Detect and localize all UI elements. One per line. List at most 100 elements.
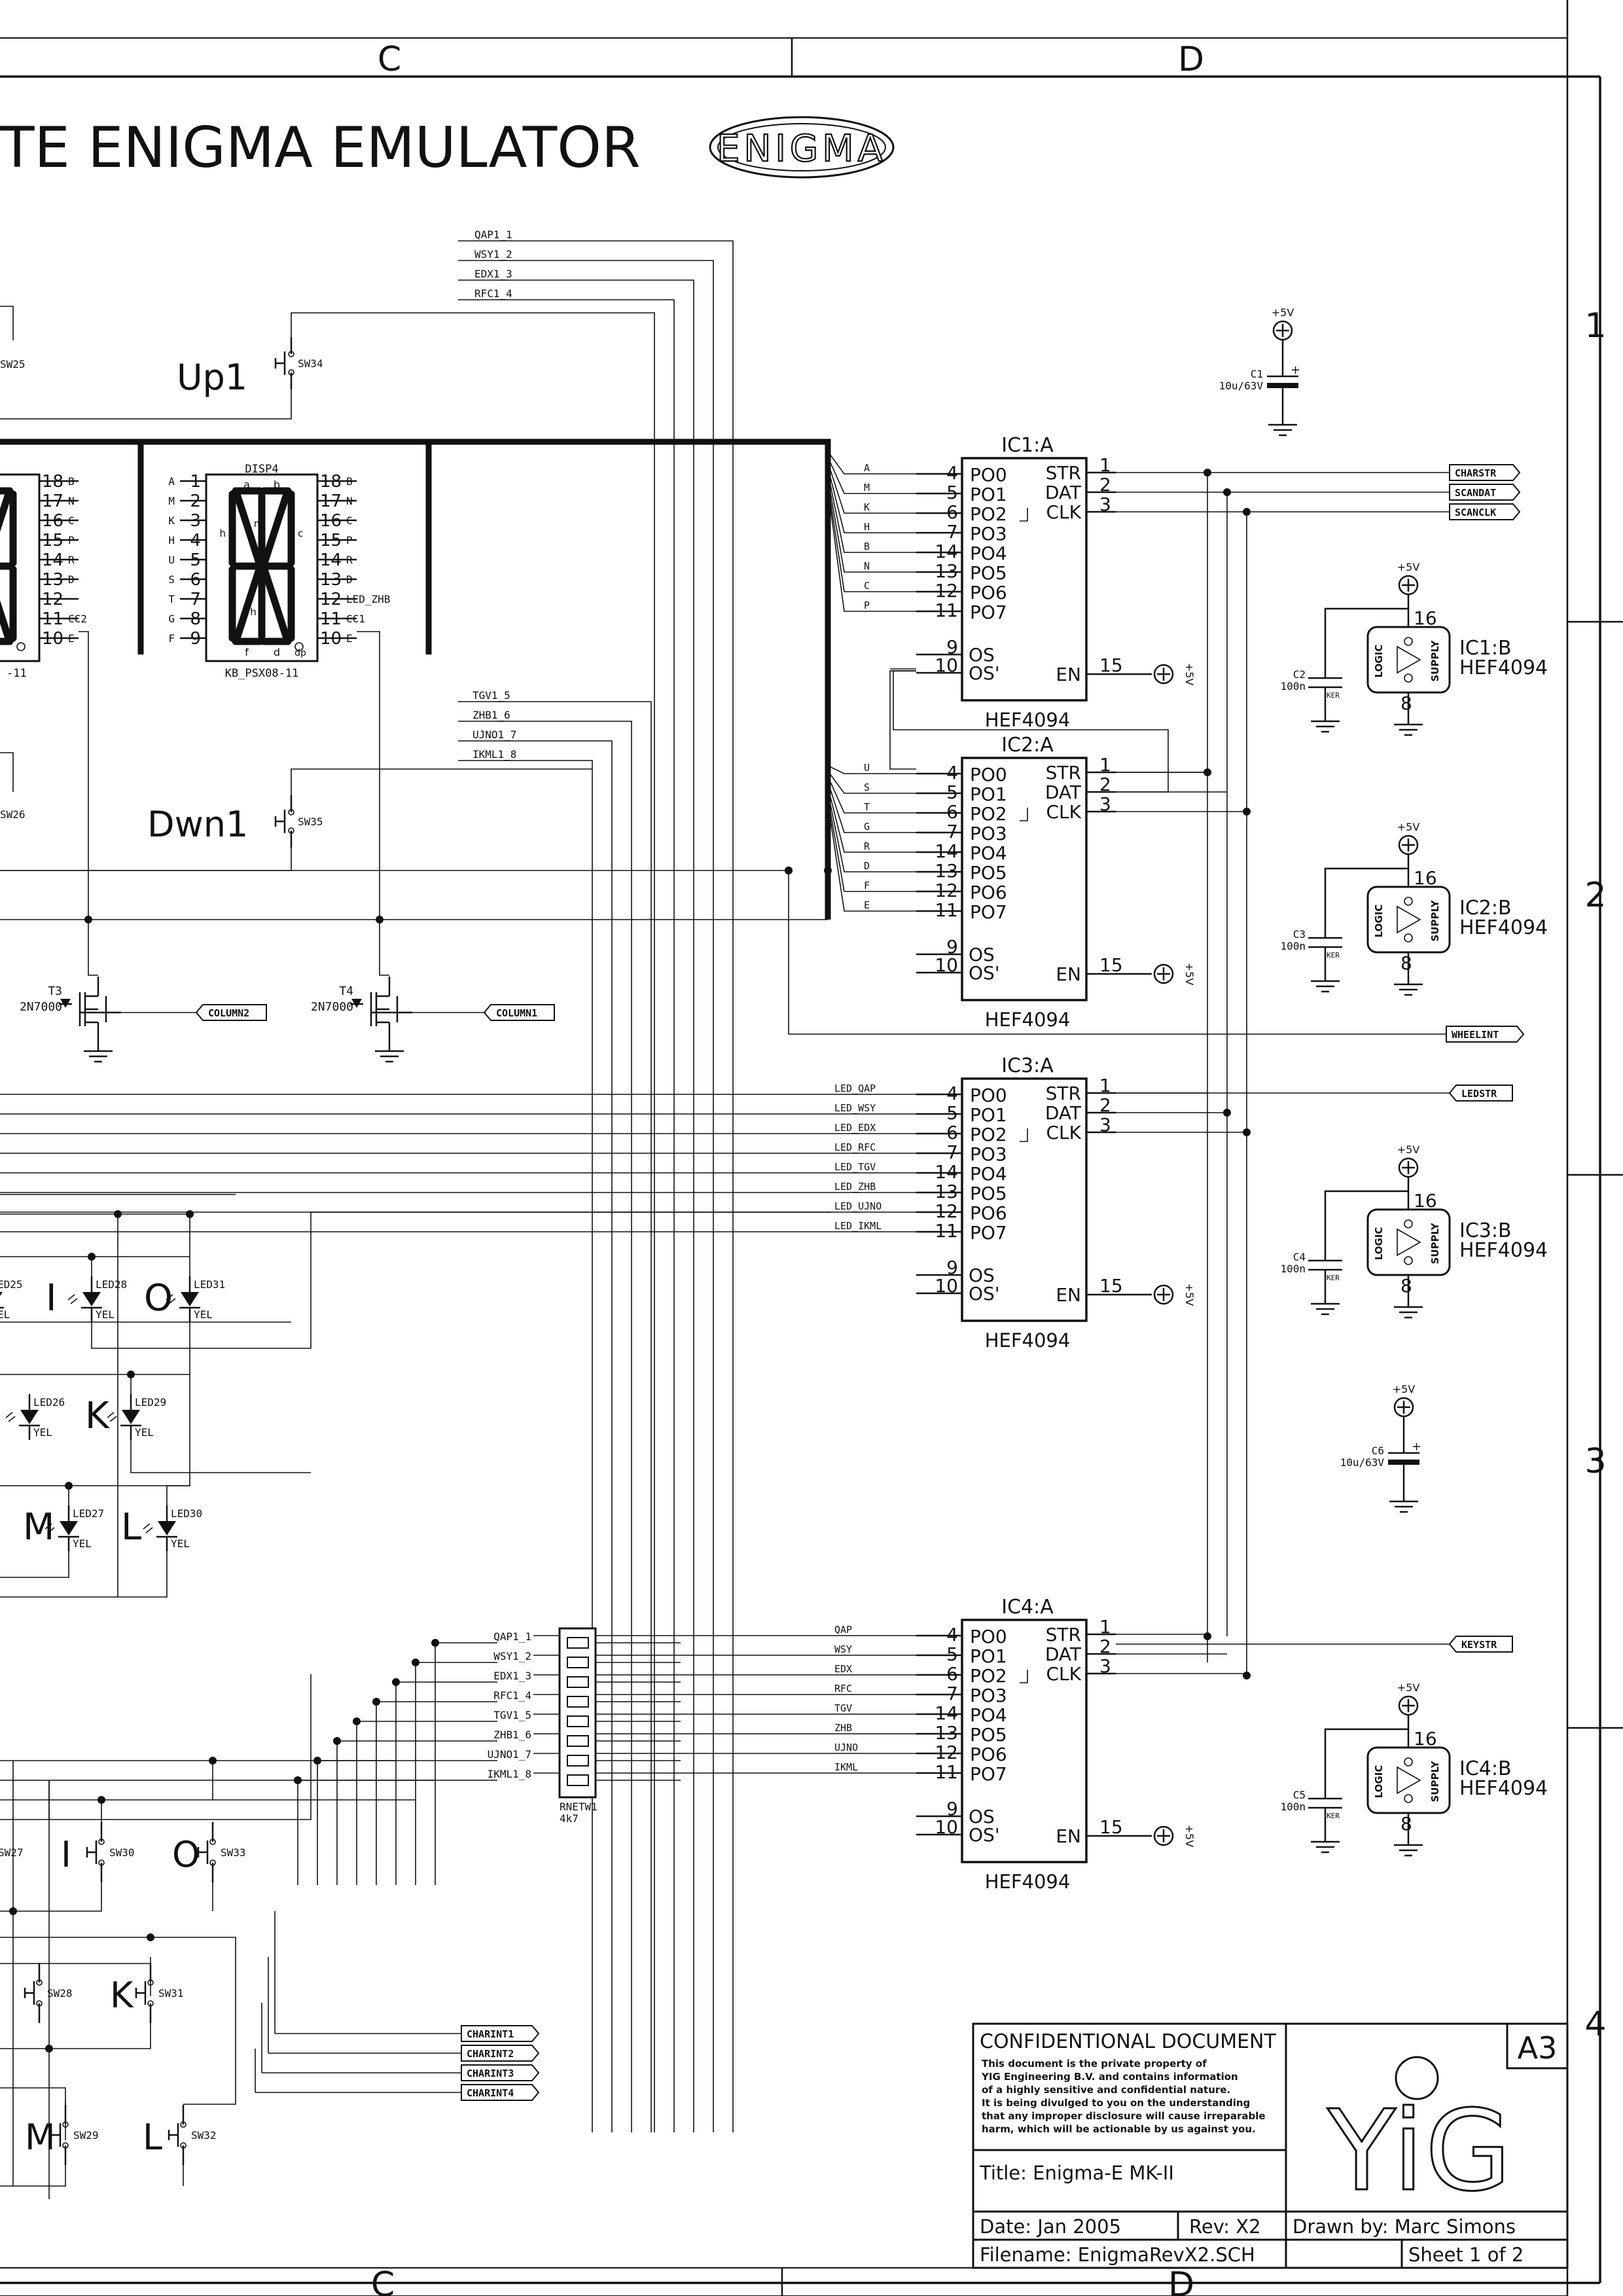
ic-1-CLK: CLK	[1046, 501, 1081, 523]
display-disp4-pin-2: 2	[190, 492, 201, 511]
rnetw1-net-WSY1_2: WSY1_2	[493, 1650, 531, 1662]
ic-1-net-K: K	[864, 501, 870, 513]
display-disp3-net-R: R	[68, 554, 75, 566]
port-charint1: CHARINT1	[461, 2025, 540, 2042]
ic-2-PO5: PO5	[970, 862, 1007, 884]
ic-2-pin-4: 4	[946, 762, 958, 783]
vcc-symbol: +5V	[1397, 1681, 1419, 1716]
ic-3-PO6: PO6	[970, 1202, 1007, 1224]
key-27: SW27	[0, 1846, 24, 1859]
junction-dot	[1223, 1109, 1231, 1117]
ic-3-net-LED_ZHB: LED_ZHB	[834, 1181, 876, 1193]
led-26-color: YEL	[33, 1426, 52, 1439]
ic-4-PO7: PO7	[970, 1763, 1007, 1785]
ic-2-PO4: PO4	[970, 842, 1007, 864]
ic-2-part: HEF4094	[985, 1009, 1071, 1031]
port-column2: COLUMN2	[195, 1004, 267, 1021]
display-disp4-net-K: K	[168, 514, 175, 527]
junction-dot	[1243, 808, 1251, 816]
ground-symbol	[1394, 1836, 1423, 1857]
led-k-letter: K	[85, 1395, 110, 1437]
supply-4-cap-ref: C5	[1293, 1789, 1306, 1801]
ic-4-STR: STR	[1046, 1624, 1081, 1645]
display-disp4-pin-7: 7	[190, 590, 201, 609]
display-disp3-pin-12: 12	[42, 590, 63, 609]
transistor-t4-ref: T4	[339, 984, 353, 998]
junction-dot	[392, 1678, 400, 1686]
ic-3-pin-2: 2	[1099, 1094, 1111, 1116]
ic-1-pin-11: 11	[935, 600, 958, 621]
ic-4-ref: IC4:A	[1001, 1596, 1054, 1619]
ground-symbol	[1311, 972, 1340, 993]
junction-dot	[824, 867, 832, 874]
display-disp3-pin-17: 17	[42, 492, 63, 511]
junction-dot	[333, 1737, 341, 1745]
display-disp4-pin-14: 14	[320, 550, 342, 570]
ic-1-en: EN	[1056, 664, 1081, 685]
switch-up-label: Up1	[177, 357, 247, 398]
ic-3-net-LED_TGV: LED_TGV	[834, 1161, 876, 1173]
resistor-network: RNETW14k7QAP1_1WSY1_2EDX1_3RFC1_4TGV1_5Z…	[488, 1627, 597, 1825]
supply-4-part: HEF4094	[1459, 1777, 1548, 1800]
ic-1-pin-4: 4	[946, 462, 958, 484]
ic-1-net-P: P	[864, 600, 870, 611]
junction-dot	[313, 1757, 321, 1765]
ic-4-net-UJNO: UJNO	[834, 1742, 858, 1753]
ic-3-PO0: PO0	[970, 1085, 1007, 1106]
ic-3-pin-10: 10	[935, 1275, 958, 1297]
junction-dot	[209, 1757, 217, 1765]
junction-dot	[1243, 508, 1251, 516]
display-disp4-pin-18: 18	[320, 472, 342, 492]
supply-4-supply: SUPPLY	[1429, 1760, 1441, 1802]
port-charint3-label: CHARINT3	[467, 2068, 514, 2079]
supply-1-ref: IC1:B	[1459, 637, 1512, 660]
ic-1-pin-10: 10	[935, 655, 958, 676]
key-m-ref: SW29	[73, 2129, 99, 2142]
led-k-ref: LED29	[135, 1396, 166, 1408]
display-disp4-part: KB_PSX08-11	[225, 667, 299, 680]
ic-4-pin-6: 6	[946, 1663, 958, 1685]
ic-1-net-C: C	[864, 580, 870, 592]
supply-3-pin-16: 16	[1414, 1190, 1437, 1211]
port-charint3: CHARINT3	[461, 2064, 540, 2081]
yig-logo: YiG	[1326, 2056, 1512, 2217]
zone-row-4: 4	[1584, 2005, 1606, 2044]
display-disp4-seg-dp: dp	[294, 648, 306, 658]
display-disp4-pin-4: 4	[190, 531, 201, 550]
port-ledstr-label: LEDSTR	[1461, 1088, 1497, 1100]
ic-3-CLK: CLK	[1046, 1122, 1081, 1143]
cap-C6-plus: +	[1412, 1440, 1421, 1454]
display-disp4-pin-5: 5	[190, 550, 201, 570]
led-k-color: YEL	[135, 1426, 154, 1439]
junction-dot	[785, 867, 793, 874]
confidential-heading: CONFIDENTIONAL DOCUMENT	[980, 2030, 1277, 2053]
display-disp4-pin-9: 9	[190, 629, 201, 649]
ic-1-pin-1: 1	[1099, 454, 1111, 476]
ic-4-pin-10: 10	[935, 1816, 958, 1838]
ic-2-net-E: E	[864, 899, 870, 911]
ic-2-CLK: CLK	[1046, 801, 1081, 823]
ic-1-PO2: PO2	[970, 503, 1007, 525]
display-disp4-pin-8: 8	[190, 609, 201, 629]
ground-symbol	[1268, 416, 1297, 437]
ic-1-PO5: PO5	[970, 562, 1007, 584]
ic-3-net-LED_RFC: LED_RFC	[834, 1141, 876, 1153]
supply-2-cap-type: KER	[1327, 951, 1340, 960]
supply-2-cap-val: 100n	[1280, 940, 1306, 952]
display-disp4-seg-c: c	[298, 528, 303, 539]
junction-dot	[84, 916, 92, 924]
display-disp3-pin-10: 10	[42, 629, 63, 649]
supply-1-logic: LOGIC	[1373, 645, 1385, 678]
display-disp4-net-P: P	[346, 534, 353, 547]
